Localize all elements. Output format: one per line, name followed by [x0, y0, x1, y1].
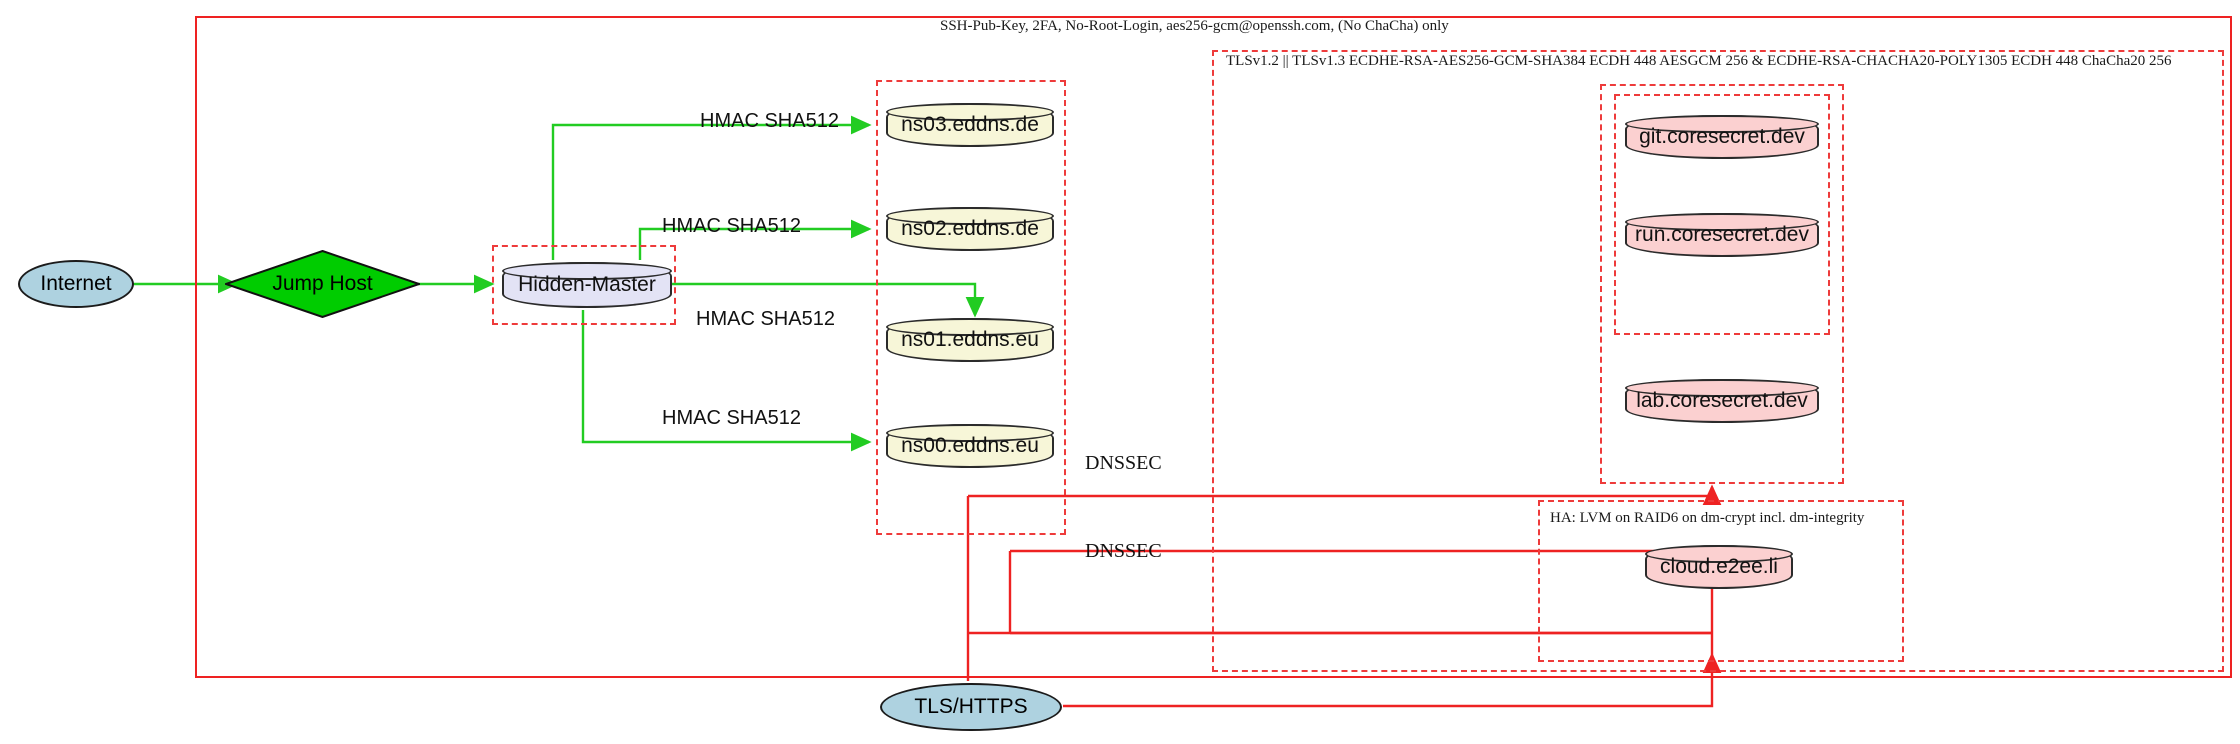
node-ns01-label: ns01.eddns.eu [901, 328, 1039, 351]
node-ns01[interactable]: ns01.eddns.eu [886, 318, 1054, 362]
zone-ha-storage-label: HA: LVM on RAID6 on dm-crypt incl. dm-in… [1550, 510, 1865, 526]
zone-dns-servers [876, 80, 1066, 535]
node-jump-host[interactable]: Jump Host [225, 250, 420, 318]
node-git-coresecret[interactable]: git.coresecret.dev [1625, 115, 1819, 159]
node-lab-coresecret[interactable]: lab.coresecret.dev [1625, 379, 1819, 423]
edge-label-hmac-ns01: HMAC SHA512 [696, 308, 835, 330]
zone-hidden-master [492, 245, 676, 325]
edge-label-hmac-ns03: HMAC SHA512 [700, 110, 839, 132]
node-ns03[interactable]: ns03.eddns.de [886, 103, 1054, 147]
node-ns02-label: ns02.eddns.de [901, 217, 1039, 240]
zone-services [1600, 84, 1844, 484]
node-tls-https[interactable]: TLS/HTTPS [880, 683, 1062, 731]
node-ns03-label: ns03.eddns.de [901, 113, 1039, 136]
node-tls-https-label: TLS/HTTPS [914, 695, 1028, 718]
edge-label-dnssec-upper: DNSSEC [1085, 452, 1162, 474]
edge-label-hmac-ns00: HMAC SHA512 [662, 407, 801, 429]
zone-tls-boundary-label: TLSv1.2 || TLSv1.3 ECDHE-RSA-AES256-GCM-… [1226, 53, 2172, 69]
node-hidden-master-label: Hidden-Master [518, 273, 656, 296]
node-lab-coresecret-label: lab.coresecret.dev [1636, 389, 1808, 412]
node-internet[interactable]: Internet [18, 260, 134, 308]
node-jump-host-label: Jump Host [272, 272, 373, 295]
zone-ssh-boundary-label: SSH-Pub-Key, 2FA, No-Root-Login, aes256-… [940, 18, 1449, 34]
zone-ha-storage [1538, 500, 1904, 662]
node-hidden-master[interactable]: Hidden-Master [502, 262, 672, 308]
edge-label-hmac-ns02: HMAC SHA512 [662, 215, 801, 237]
zone-ssh-boundary [195, 16, 2232, 678]
node-cloud-e2ee[interactable]: cloud.e2ee.li [1645, 545, 1793, 589]
zone-coresecret-inner [1614, 94, 1830, 335]
node-git-coresecret-label: git.coresecret.dev [1639, 125, 1805, 148]
node-ns00[interactable]: ns00.eddns.eu [886, 424, 1054, 468]
edge-label-dnssec-lower: DNSSEC [1085, 540, 1162, 562]
diamond-shape [225, 250, 420, 318]
node-ns02[interactable]: ns02.eddns.de [886, 207, 1054, 251]
node-ns00-label: ns00.eddns.eu [901, 434, 1039, 457]
node-cloud-e2ee-label: cloud.e2ee.li [1660, 555, 1778, 578]
node-run-coresecret[interactable]: run.coresecret.dev [1625, 213, 1819, 257]
zone-tls-boundary [1212, 50, 2224, 672]
node-run-coresecret-label: run.coresecret.dev [1635, 223, 1809, 246]
node-internet-label: Internet [40, 272, 112, 295]
